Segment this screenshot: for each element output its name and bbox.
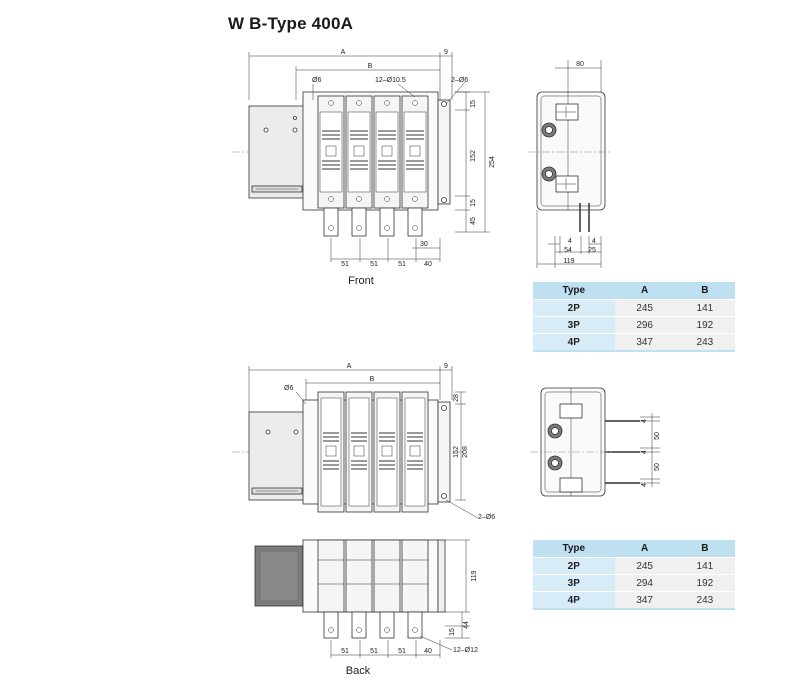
mounting-view bbox=[232, 366, 479, 519]
front-pole bbox=[317, 95, 345, 209]
dim-b: B bbox=[368, 63, 373, 70]
dim-phi6b: Ø6 bbox=[284, 385, 293, 392]
back-dimensions: 119 15 44 51 51 51 40 12–Ø12 Back bbox=[341, 570, 478, 677]
dim-15a: 15 bbox=[470, 100, 477, 108]
dim-30: 30 bbox=[420, 241, 428, 248]
dim-15c: 15 bbox=[449, 628, 456, 636]
dim-15b: 15 bbox=[470, 199, 477, 207]
front-view bbox=[232, 52, 490, 262]
table-header-b: B bbox=[674, 540, 735, 558]
dim-119b: 119 bbox=[471, 570, 478, 581]
mounting-pole bbox=[373, 391, 401, 513]
table-header-type: Type bbox=[533, 540, 615, 558]
back-terminal bbox=[351, 611, 367, 639]
dim-phi6: Ø6 bbox=[312, 77, 321, 84]
dim-50b: 50 bbox=[654, 463, 661, 471]
caption-back: Back bbox=[346, 665, 371, 677]
dim-a: A bbox=[341, 49, 346, 56]
dim-80: 80 bbox=[576, 61, 584, 68]
back-view bbox=[254, 539, 470, 658]
back-pole bbox=[401, 539, 429, 613]
front-terminal bbox=[351, 207, 367, 237]
table-header-b: B bbox=[674, 282, 735, 300]
dim-9b: 9 bbox=[444, 363, 448, 370]
dim-51a: 51 bbox=[341, 261, 349, 268]
dim-4b: 4 bbox=[592, 238, 596, 245]
mounting-pole bbox=[345, 391, 373, 513]
side-view-top bbox=[528, 60, 612, 268]
dim-40b: 40 bbox=[424, 648, 432, 655]
dim-25: 25 bbox=[588, 247, 596, 254]
dim-4c: 4 bbox=[641, 419, 648, 423]
dim-50a: 50 bbox=[654, 432, 661, 440]
dim-254: 254 bbox=[489, 156, 496, 168]
dim-51c: 51 bbox=[398, 261, 406, 268]
dim-4a: 4 bbox=[568, 238, 572, 245]
dim-51b: 51 bbox=[370, 261, 378, 268]
dim-4e: 4 bbox=[641, 483, 648, 487]
mid-dimensions: A B 9 Ø6 28 152 208 2–Ø6 bbox=[284, 363, 495, 521]
dim-54: 54 bbox=[564, 247, 572, 254]
dim-holes-2b: 2–Ø6 bbox=[478, 514, 495, 521]
dim-152b: 152 bbox=[453, 446, 460, 458]
back-pole bbox=[345, 539, 373, 613]
front-dimensions: A B 9 Ø6 12–Ø10.5 2–Ø6 15 152 254 15 45 … bbox=[312, 49, 496, 287]
side-view-bottom bbox=[530, 387, 660, 497]
dim-28: 28 bbox=[453, 394, 460, 402]
dim-holes-12: 12–Ø10.5 bbox=[375, 77, 406, 84]
dim-208: 208 bbox=[462, 446, 469, 458]
back-pole bbox=[373, 539, 401, 613]
dim-holes-2: 2–Ø6 bbox=[451, 77, 468, 84]
side1-dimensions: 80 4 4 54 25 119 bbox=[563, 61, 596, 265]
dim-51f: 51 bbox=[398, 648, 406, 655]
front-terminal bbox=[407, 207, 423, 237]
page-title: W B-Type 400A bbox=[228, 14, 354, 33]
dim-51e: 51 bbox=[370, 648, 378, 655]
front-terminal bbox=[323, 207, 339, 237]
front-pole bbox=[401, 95, 429, 209]
dim-b2: B bbox=[370, 376, 375, 383]
mounting-pole bbox=[401, 391, 429, 513]
back-terminal bbox=[379, 611, 395, 639]
mounting-pole bbox=[317, 391, 345, 513]
dim-9: 9 bbox=[444, 49, 448, 56]
side2-dimensions: 4 50 4 50 4 bbox=[641, 419, 661, 487]
front-pole bbox=[345, 95, 373, 209]
dim-4d: 4 bbox=[641, 450, 648, 454]
dim-152: 152 bbox=[470, 150, 477, 162]
back-pole bbox=[317, 539, 345, 613]
front-pole bbox=[373, 95, 401, 209]
dim-holes-12b: 12–Ø12 bbox=[453, 647, 478, 654]
back-terminal bbox=[323, 611, 339, 639]
table-header-a: A bbox=[614, 282, 675, 300]
dim-40: 40 bbox=[424, 261, 432, 268]
back-terminal bbox=[407, 611, 423, 639]
dim-44: 44 bbox=[463, 621, 470, 629]
front-terminal bbox=[379, 207, 395, 237]
dim-119: 119 bbox=[563, 258, 574, 265]
dim-45: 45 bbox=[470, 217, 477, 225]
dim-a2: A bbox=[347, 363, 352, 370]
table-header-a: A bbox=[614, 540, 675, 558]
dim-51d: 51 bbox=[341, 648, 349, 655]
table-header-type: Type bbox=[533, 282, 615, 300]
caption-front: Front bbox=[348, 275, 374, 287]
